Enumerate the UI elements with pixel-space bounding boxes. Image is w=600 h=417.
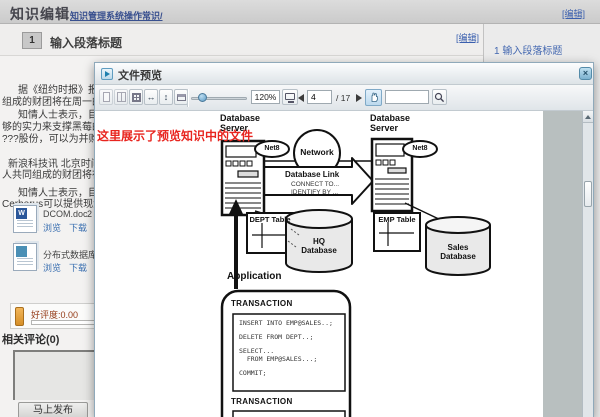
viewer-background [543, 111, 582, 417]
file-preview-dialog: 文件预览 × ↔ ↕ 120% / 17 [94, 62, 594, 417]
article-line: Cerberus可以提供现金 [2, 199, 104, 210]
net8-right-label: Net8 [412, 145, 428, 152]
two-page-view-button[interactable] [114, 89, 128, 105]
dialog-titlebar[interactable]: 文件预览 × [95, 63, 593, 85]
article-line: 人共同组成的财团将在周一 [2, 170, 122, 181]
preview-toolbar: ↔ ↕ 120% / 17 [95, 85, 593, 111]
transaction-label: TRANSACTION [231, 299, 293, 308]
attachment-name: DCOM.doc [43, 209, 88, 219]
edit-link-side[interactable]: [编辑] [456, 33, 480, 43]
connect-to-label: CONNECT TO... [291, 181, 340, 188]
document-page: Database Server Database Server Net8 Net… [95, 111, 543, 417]
zoom-slider-track[interactable] [191, 97, 247, 100]
zoom-slider-thumb[interactable] [198, 93, 207, 102]
grid-icon [131, 92, 141, 102]
attachment-actions: 浏览下载 [43, 221, 95, 234]
annotation-text: 这里展示了预览知识中的文件 [97, 129, 254, 143]
hand-tool-button[interactable] [365, 89, 382, 106]
section-row: 1 输入段落标题 [0, 24, 483, 56]
breadcrumb[interactable]: 知识管理系统操作常识/ [70, 11, 163, 21]
fullscreen-button[interactable] [282, 89, 298, 105]
identify-by-label: IDENTIFY BY ... [291, 189, 339, 196]
outline-item[interactable]: 1 输入段落标题 [494, 46, 563, 57]
application-label: Application [227, 271, 282, 282]
sql-line: INSERT INTO EMP@SALES..; [239, 319, 333, 327]
print-icon [176, 93, 186, 101]
article-line: 据《纽约时报》报 [18, 85, 98, 96]
section-title: 输入段落标题 [50, 36, 123, 50]
article-line: 组成的财团将在周一的 [2, 97, 102, 108]
download-link[interactable]: 下载 [69, 223, 88, 233]
fit-width-button[interactable]: ↔ [144, 89, 158, 105]
download-link[interactable]: 下载 [69, 263, 88, 273]
db-server-left-label: Database Server [220, 113, 261, 133]
toolbar-separator [187, 89, 188, 107]
page-total-label: / 17 [336, 93, 351, 103]
attachment-name: 分布式数据库 [43, 250, 98, 260]
sql-line: DELETE FROM DEPT..; [239, 333, 314, 341]
dept-table-label: DEPT Table [249, 215, 291, 224]
fit-height-icon: ↕ [163, 92, 169, 102]
comments-heading: 相关评论(0) [2, 334, 60, 346]
hand-icon [371, 92, 378, 102]
preview-icon [101, 68, 113, 80]
close-icon[interactable]: × [579, 67, 592, 80]
previous-page-button[interactable] [298, 94, 304, 102]
next-page-button[interactable] [356, 94, 362, 102]
emp-table-label: EMP Table [378, 215, 416, 224]
single-page-view-button[interactable] [99, 89, 113, 105]
monitor-icon [285, 93, 295, 100]
transaction-label: TRANSACTION [231, 397, 293, 406]
doc-icon [13, 243, 37, 271]
zoom-level-display: 120% [251, 90, 280, 104]
rating-label: 好评度:0.00 [31, 310, 79, 320]
network-label: Network [300, 147, 334, 157]
edit-link-top[interactable]: [编辑] [562, 9, 586, 19]
db-server-right-label: Database Server [370, 113, 411, 133]
word-badge: W [16, 208, 27, 219]
monitor-base-icon [288, 101, 294, 103]
scroll-up-icon[interactable] [583, 111, 593, 123]
article-line: 知情人士表示，目 [18, 110, 98, 121]
search-input[interactable] [385, 90, 429, 104]
fit-height-button[interactable]: ↕ [159, 89, 173, 105]
rating-bar-icon [15, 307, 24, 326]
fit-width-icon: ↔ [146, 92, 156, 102]
article-line: 知情人士表示，目前 [18, 188, 108, 199]
attachment-size: 2 [87, 209, 93, 219]
top-header-bar: 知识编辑 知识管理系统操作常识/ [编辑] [0, 0, 600, 24]
vertical-scrollbar[interactable] [582, 111, 593, 417]
article-line: 够的实力来支撑黑莓的 [2, 122, 102, 133]
database-link-label: Database Link [285, 170, 340, 179]
diagram-artwork [220, 129, 491, 417]
search-icon [434, 92, 445, 102]
two-page-icon [116, 92, 126, 102]
search-button[interactable] [432, 89, 447, 105]
rating-progress [31, 320, 97, 325]
section-number-badge[interactable]: 1 [22, 32, 42, 49]
sql-line: COMMIT; [239, 369, 267, 377]
article-line: 新浪科技讯 北京时间11月 [8, 159, 122, 170]
publish-button[interactable]: 马上发布 [18, 402, 88, 417]
print-button[interactable] [174, 89, 188, 105]
browse-link[interactable]: 浏览 [43, 223, 62, 233]
attachment-actions: 浏览下载 [43, 261, 95, 274]
single-page-icon [102, 92, 110, 102]
net8-left-label: Net8 [264, 145, 280, 152]
dialog-title: 文件预览 [118, 70, 162, 82]
doc-badge [16, 246, 27, 257]
sql-line: FROM EMP@SALES...; [239, 355, 318, 363]
article-line: ???股份，可以为并购 [2, 134, 99, 145]
sql-line: SELECT... [239, 347, 275, 355]
browse-link[interactable]: 浏览 [43, 263, 62, 273]
scrollbar-thumb[interactable] [584, 181, 592, 207]
thumbnail-view-button[interactable] [129, 89, 143, 105]
page-title: 知识编辑 [10, 6, 70, 22]
preview-viewport: Database Server Database Server Net8 Net… [95, 111, 593, 417]
page-number-input[interactable] [307, 90, 332, 104]
word-doc-icon: W [13, 205, 37, 233]
